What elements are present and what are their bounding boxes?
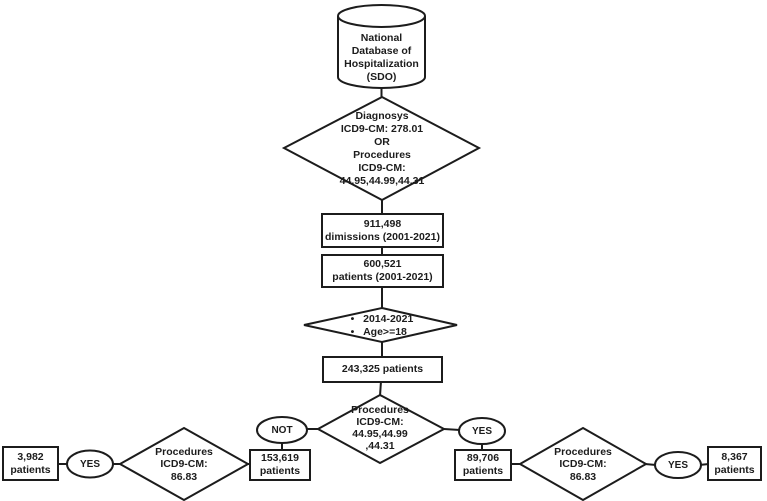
screening-criteria-diamond	[281, 95, 482, 202]
period-age-filter-label: • 2014-2021 • Age>=18	[322, 309, 442, 342]
left-yes-ellipse	[66, 449, 114, 479]
total-patients-label: 600,521 patients (2001-2021)	[332, 258, 433, 283]
yes-patients-box	[454, 449, 512, 481]
right-yes-label: YES	[667, 460, 688, 471]
filtered-patients-box	[322, 356, 443, 383]
left-procedures-8683-label: Procedures ICD9-CM: 86.83	[155, 445, 213, 483]
screening-criteria-label: Diagnosys ICD9-CM: 278.01 OR Procedures …	[339, 110, 425, 187]
database-label: National Database of Hospitalization (SD…	[344, 31, 419, 83]
database-cylinder-body	[337, 16, 426, 89]
mid-yes-label: YES	[471, 426, 492, 437]
not-ellipse	[256, 416, 308, 444]
not-patients-box	[249, 449, 311, 481]
mid-yes-ellipse	[458, 417, 506, 445]
period-age-filter-list: • 2014-2021 • Age>=18	[350, 312, 414, 338]
dimissions-label: 911,498 dimissions (2001-2021)	[325, 217, 440, 243]
database-cylinder-top	[337, 4, 426, 28]
total-patients-box	[321, 254, 444, 288]
left-outcome-box	[2, 446, 59, 481]
period-age-diamond	[303, 306, 458, 344]
right-yes-ellipse	[654, 451, 702, 479]
connector-filtered-to-split	[379, 380, 382, 397]
left-yes-label: YES	[79, 459, 100, 470]
right-outcome-label: 8,367 patients	[714, 450, 755, 476]
dimissions-box	[321, 213, 444, 248]
procedures-split-diamond	[315, 393, 447, 465]
right-outcome-box	[707, 446, 762, 481]
left-procedures-8683-diamond	[117, 426, 251, 501]
connector-split-to-yes	[443, 428, 461, 431]
filtered-patients-label: 243,325 patients	[341, 363, 424, 375]
yes-patients-label: 89,706 patients	[462, 452, 504, 477]
right-procedures-8683-diamond	[517, 426, 649, 501]
procedures-split-label: Procedures ICD9-CM: 44.95,44.99 ,44.31	[351, 404, 409, 452]
not-patients-label: 153,619 patients	[259, 452, 301, 477]
right-procedures-8683-label: Procedures ICD9-CM: 86.83	[554, 445, 612, 483]
not-label: NOT	[271, 425, 293, 436]
left-outcome-label: 3,982 patients	[10, 450, 51, 476]
